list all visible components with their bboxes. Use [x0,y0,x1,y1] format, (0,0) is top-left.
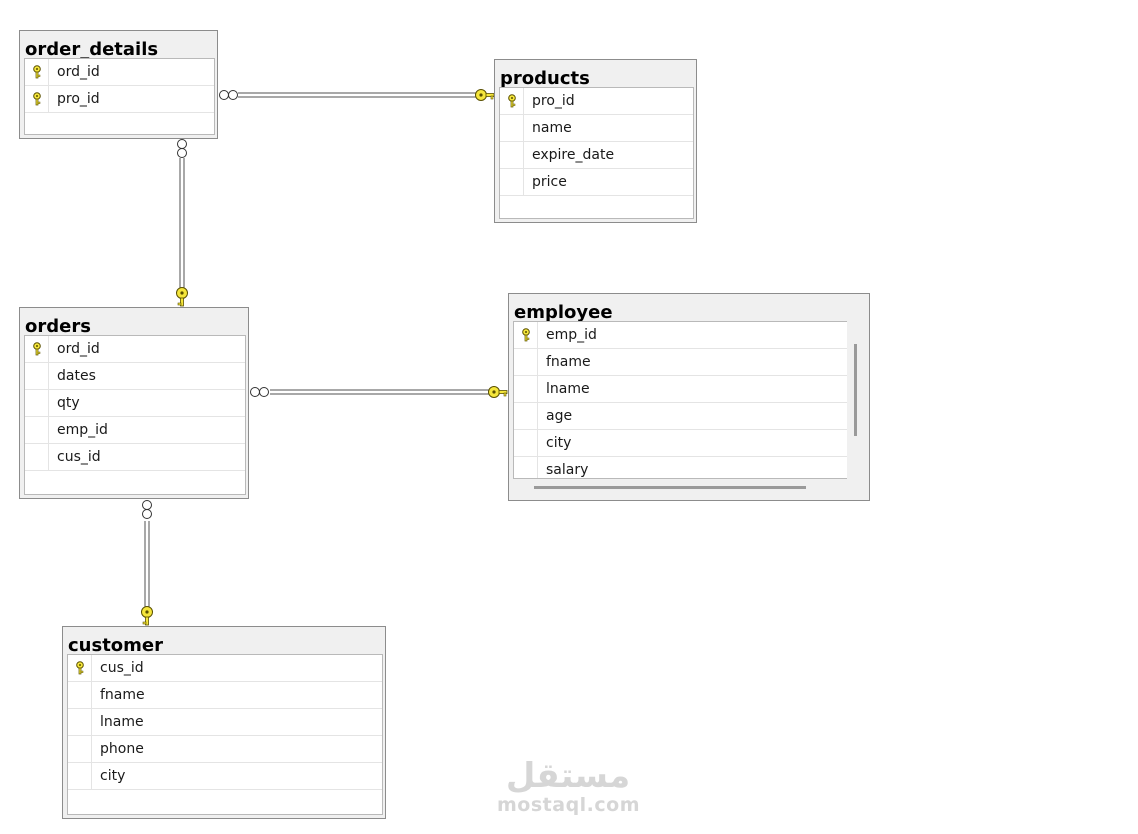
key-end-icon [141,606,153,626]
column-name: ord_id [57,64,100,80]
column-name: emp_id [546,327,597,343]
column-name: price [532,174,567,190]
primary-key-icon [75,661,85,675]
column-name: expire_date [532,147,615,163]
column-row[interactable]: fname [514,349,847,376]
many-end-icon [250,387,260,397]
column-name: salary [546,462,589,478]
column-name: name [532,120,572,136]
column-row[interactable]: fname [68,682,382,709]
column-name: pro_id [57,91,100,107]
table-title: orders [25,316,91,337]
key-end-icon [475,89,495,101]
column-row[interactable]: cus_id [25,444,245,471]
column-grid: emp_id fname lname age city salary [513,321,847,479]
key-end-icon [488,386,508,398]
column-row[interactable]: pro_id [500,88,693,115]
column-name: lname [546,381,590,397]
column-row[interactable]: dates [25,363,245,390]
column-row[interactable]: city [68,763,382,790]
column-name: city [100,768,126,784]
column-name: cus_id [100,660,144,676]
column-name: lname [100,714,144,730]
column-row[interactable]: ord_id [25,59,214,86]
column-name: pro_id [532,93,575,109]
column-row[interactable]: age [514,403,847,430]
column-name: phone [100,741,144,757]
column-row[interactable]: qty [25,390,245,417]
relationship-order-details-orders [176,139,188,307]
watermark-latin: mostaql.com [497,794,641,816]
vertical-scrollbar[interactable] [854,344,857,436]
table-title: order_details [25,39,159,60]
column-name: fname [546,354,591,370]
column-row[interactable]: expire_date [500,142,693,169]
relationship-order-details-products [219,89,495,101]
column-name: fname [100,687,145,703]
table-customer[interactable]: customer cus_id fname lname phone city [62,626,386,819]
many-end-icon [142,500,152,510]
column-name: qty [57,395,80,411]
many-end-icon [219,90,229,100]
column-row[interactable]: ord_id [25,336,245,363]
column-name: cus_id [57,449,101,465]
column-row[interactable]: salary [514,457,847,478]
column-row[interactable]: emp_id [514,322,847,349]
column-name: age [546,408,573,424]
column-row[interactable]: phone [68,736,382,763]
primary-key-icon [521,328,531,342]
table-title: customer [68,635,164,656]
column-name: dates [57,368,96,384]
primary-key-icon [32,92,42,106]
primary-key-icon [507,94,517,108]
column-grid: pro_id name expire_date price [499,87,694,219]
column-grid: ord_id pro_id [24,58,215,135]
column-name: ord_id [57,341,100,357]
table-products[interactable]: products pro_id name expire_date price [494,59,697,223]
table-title: products [500,68,590,89]
watermark-logo: مستقل mostaql.com [497,756,641,816]
watermark-arabic: مستقل [505,756,631,796]
relationship-orders-employee [250,386,508,398]
many-end-icon [177,139,187,149]
column-row[interactable]: city [514,430,847,457]
horizontal-scrollbar[interactable] [534,486,806,489]
table-title: employee [514,302,613,323]
table-orders[interactable]: orders ord_id dates qty emp_id cus_id [19,307,249,499]
column-row[interactable]: pro_id [25,86,214,113]
column-row[interactable]: lname [68,709,382,736]
column-row[interactable]: cus_id [68,655,382,682]
column-row[interactable]: price [500,169,693,196]
column-row[interactable]: emp_id [25,417,245,444]
key-end-icon [176,287,188,307]
column-name: city [546,435,572,451]
column-row[interactable]: lname [514,376,847,403]
column-grid: ord_id dates qty emp_id cus_id [24,335,246,495]
primary-key-icon [32,65,42,79]
column-row[interactable]: name [500,115,693,142]
table-employee[interactable]: employee emp_id fname lname age city sal… [508,293,870,501]
table-order-details[interactable]: order_details ord_id pro_id [19,30,218,139]
relationship-orders-customer [141,500,153,626]
column-name: emp_id [57,422,108,438]
primary-key-icon [32,342,42,356]
column-grid: cus_id fname lname phone city [67,654,383,815]
